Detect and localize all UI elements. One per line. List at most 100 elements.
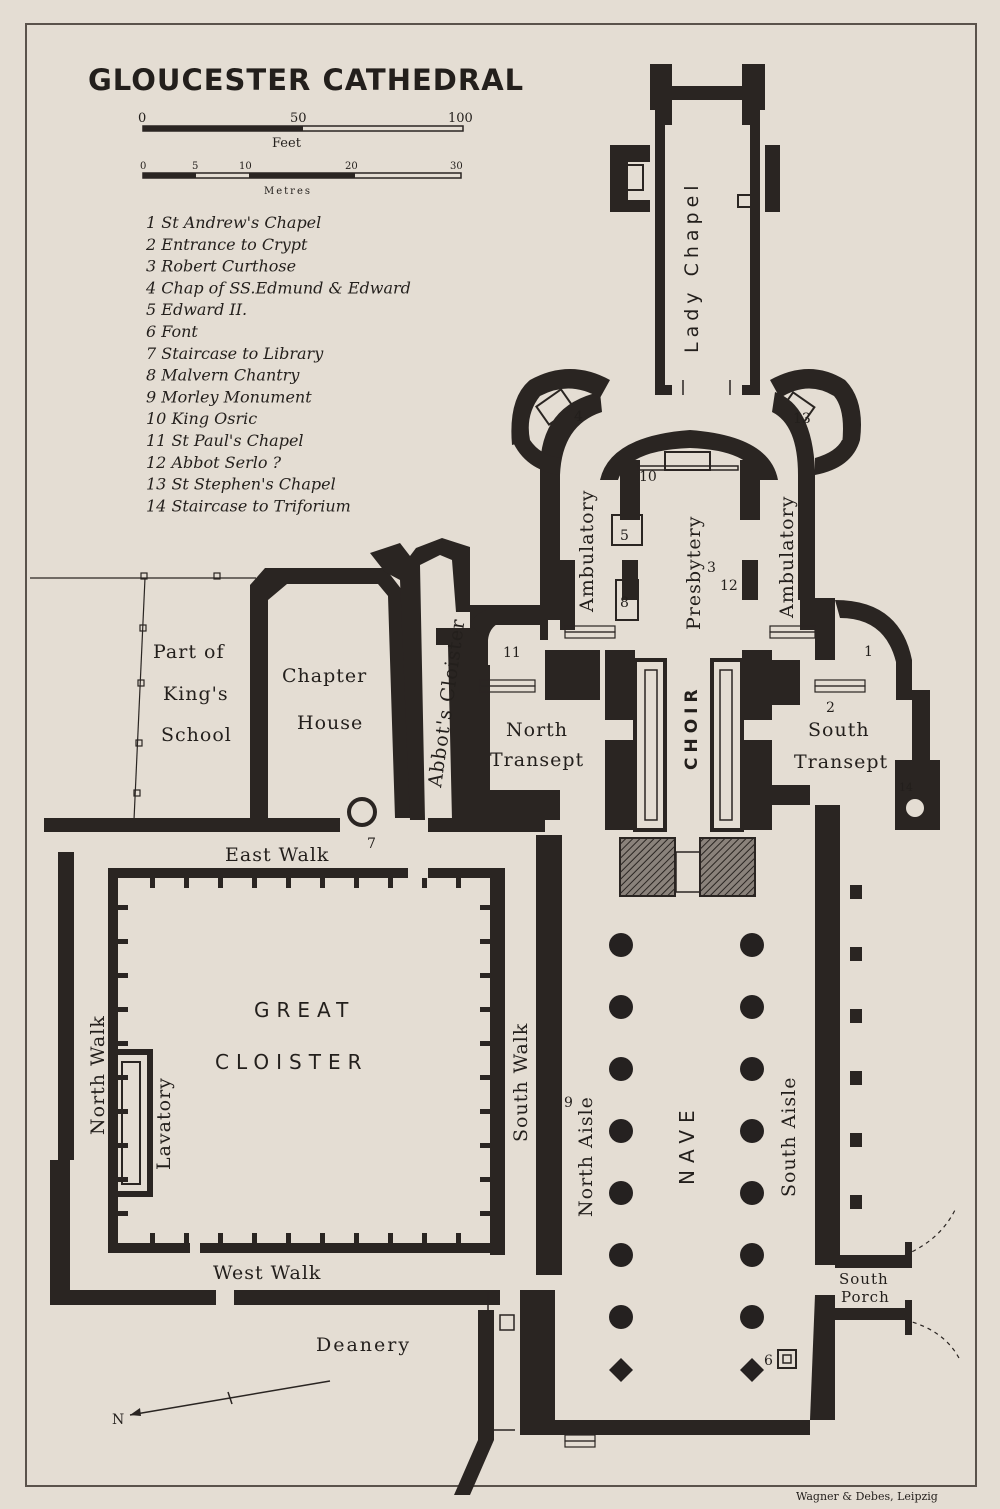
label-south-porch-1: South — [839, 1270, 889, 1288]
cloister-buttress — [480, 905, 490, 910]
cloister-buttress — [456, 1233, 461, 1243]
cloister-buttress — [286, 1233, 291, 1243]
font-icon — [777, 1349, 797, 1369]
cloister-buttress — [184, 1233, 189, 1243]
choir-stalls-south — [710, 658, 744, 832]
label-north-transept-1: North — [506, 719, 568, 741]
feature-3: 3 — [707, 560, 716, 576]
label-choir: CHOIR — [682, 684, 702, 770]
label-north-aisle: North Aisle — [575, 1096, 597, 1217]
cloister-buttress — [480, 973, 490, 978]
label-lavatory: Lavatory — [153, 1077, 175, 1170]
publisher-credit: Wagner & Debes, Leipzig — [796, 1490, 938, 1503]
feature-7: 7 — [367, 836, 376, 852]
scale-feet-unit: Feet — [272, 136, 302, 151]
legend-item-5: 5 Edward II. — [146, 300, 247, 319]
scale-feet-tick-50: 50 — [290, 111, 307, 126]
legend-item-6: 6 Font — [146, 322, 198, 341]
nave-pillar — [609, 1305, 633, 1329]
nave-walls — [520, 805, 862, 1448]
label-north-walk: North Walk — [87, 1015, 109, 1135]
label-south-transept-2: Transept — [794, 751, 888, 773]
label-nave: NAVE — [675, 1103, 699, 1185]
label-south-walk: South Walk — [510, 1023, 532, 1142]
legend-item-14: 14 Staircase to Triforium — [146, 496, 351, 515]
cloister-buttress — [118, 1211, 128, 1216]
cloister-buttress — [218, 1233, 223, 1243]
cloister-buttress — [218, 878, 223, 888]
cloister-buttress — [388, 1233, 393, 1243]
south-porch-walls — [835, 1209, 961, 1361]
cloister-buttress — [480, 1041, 490, 1046]
label-chapter-house-1: Chapter — [282, 665, 367, 687]
label-south-aisle: South Aisle — [778, 1077, 800, 1197]
feature-11: 11 — [503, 645, 521, 661]
chapter-house-walls — [250, 568, 412, 818]
nave-pillar — [740, 1181, 764, 1205]
feature-1: 1 — [864, 644, 873, 660]
label-south-transept-1: South — [808, 719, 870, 741]
scale-feet-tick-0: 0 — [138, 111, 146, 126]
map-frame — [25, 23, 977, 1487]
nave-pillar — [740, 1119, 764, 1143]
staircase-14-icon — [904, 797, 926, 819]
cloister-buttress — [118, 939, 128, 944]
cloister-buttress — [354, 878, 359, 888]
cloister-buttress — [480, 1109, 490, 1114]
legend-item-9: 9 Morley Monument — [146, 387, 312, 406]
legend-item-2: 2 Entrance to Crypt — [145, 235, 308, 254]
nave-pillar — [609, 1243, 633, 1267]
label-west-walk: West Walk — [213, 1262, 321, 1284]
north-arrow-icon — [129, 1380, 331, 1416]
deanery-walls — [454, 1292, 515, 1495]
scale-metres-tick-0: 0 — [140, 161, 146, 172]
area-labels: Lady Chapel Presbytery Ambulatory Ambula… — [87, 180, 889, 1356]
cloister-buttress — [286, 878, 291, 888]
feature-14: 14 — [899, 781, 913, 794]
cloister-buttress — [480, 939, 490, 944]
legend-item-13: 13 St Stephen's Chapel — [146, 475, 336, 494]
legend-item-4: 4 Chap of SS.Edmund & Edward — [145, 278, 411, 297]
cloister-buttress — [480, 1177, 490, 1182]
label-deanery: Deanery — [316, 1334, 411, 1356]
nave-pillar-west — [609, 1358, 633, 1382]
scale-bar-feet: 0 50 100 Feet — [138, 111, 473, 151]
cloister-buttress — [118, 973, 128, 978]
label-ambulatory-north: Ambulatory — [576, 490, 598, 613]
legend-item-3: 3 Robert Curthose — [146, 257, 296, 276]
scale-bar-metres: 0 5 10 20 30 Metres — [140, 161, 463, 197]
nave-pillar — [609, 1057, 633, 1081]
nave-buttress — [850, 947, 862, 961]
cloister-buttresses — [118, 878, 490, 1243]
nave-buttress — [850, 1071, 862, 1085]
label-ambulatory-south: Ambulatory — [776, 496, 798, 619]
scale-metres-unit: Metres — [264, 186, 312, 197]
label-kings-school-2: King's — [163, 683, 229, 705]
label-east-walk: East Walk — [225, 844, 329, 866]
feature-9: 9 — [564, 1095, 573, 1111]
nave-pillar — [609, 1181, 633, 1205]
legend-item-11: 11 St Paul's Chapel — [146, 431, 304, 450]
cloister-buttress — [422, 1233, 427, 1243]
cloister-buttress — [320, 878, 325, 888]
cloister-buttress — [252, 1233, 257, 1243]
scale-metres-tick-20: 20 — [345, 161, 358, 172]
great-cloister-walls — [44, 818, 545, 1305]
north-arrow-label: N — [112, 1412, 125, 1428]
cloister-buttress — [480, 1143, 490, 1148]
nave-pillar — [740, 1243, 764, 1267]
feature-8: 8 — [620, 595, 629, 611]
legend-item-10: 10 King Osric — [146, 409, 257, 428]
nave-buttresses — [850, 885, 862, 1209]
cloister-buttress — [422, 878, 427, 888]
crossing-walls — [470, 64, 940, 897]
nave-pillar — [740, 1305, 764, 1329]
cloister-buttress — [480, 1211, 490, 1216]
feature-2: 2 — [826, 700, 835, 716]
label-kings-school-1: Part of — [153, 641, 225, 663]
nave-buttress — [850, 885, 862, 899]
nave-pillar — [609, 995, 633, 1019]
cloister-buttress — [118, 1041, 128, 1046]
